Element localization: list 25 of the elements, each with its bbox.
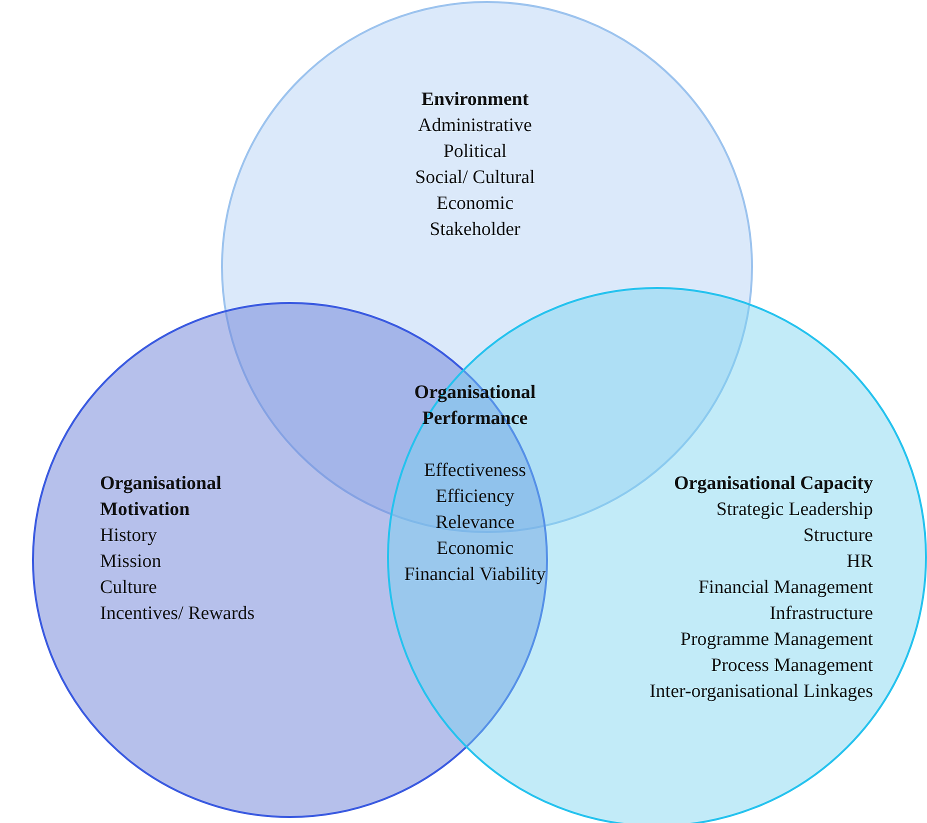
list-item: Infrastructure — [770, 603, 873, 624]
list-item: HR — [846, 551, 873, 572]
list-item: Efficiency — [436, 486, 514, 507]
circle-heading: Organisational Capacity — [674, 473, 873, 494]
list-item: Culture — [100, 577, 157, 598]
list-item: Economic — [436, 538, 514, 559]
list-item: Process Management — [711, 655, 873, 676]
list-item: Economic — [436, 193, 514, 214]
list-item: Relevance — [435, 512, 515, 533]
list-item: Effectiveness — [424, 460, 526, 481]
list-item: Mission — [100, 551, 162, 572]
list-item: Financial Management — [698, 577, 873, 598]
list-item: Strategic Leadership — [716, 499, 873, 520]
list-item: History — [100, 525, 157, 546]
list-item: Inter-organisational Linkages — [649, 681, 873, 702]
list-item: Financial Viability — [404, 564, 546, 585]
circle-heading: Environment — [421, 89, 529, 110]
list-item: Incentives/ Rewards — [100, 603, 255, 624]
list-item: Social/ Cultural — [415, 167, 535, 188]
list-item: Programme Management — [680, 629, 873, 650]
list-item: Political — [443, 141, 507, 162]
circle-heading: Organisational Motivation — [100, 473, 222, 520]
list-item: Stakeholder — [430, 219, 520, 240]
list-item: Administrative — [418, 115, 532, 136]
list-item: Structure — [803, 525, 873, 546]
